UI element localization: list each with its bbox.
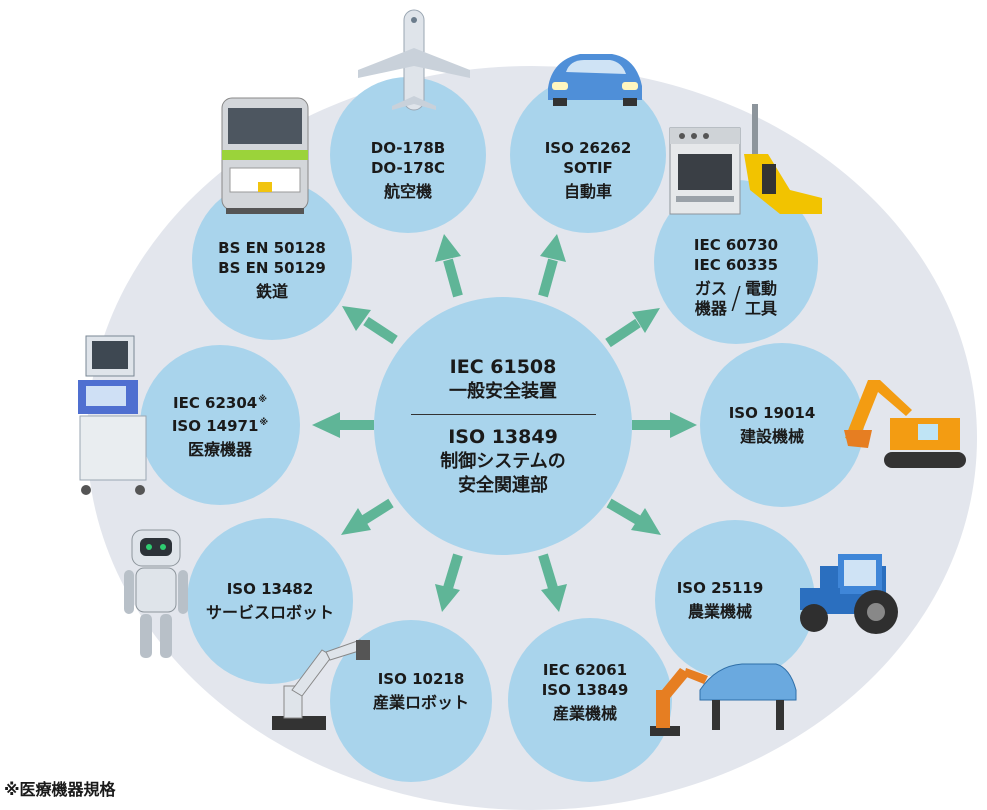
node-aircraft-name: 航空機 [383, 181, 432, 201]
node-railway: BS EN 50128 BS EN 50129 鉄道 [192, 180, 352, 340]
node-tool-label-2: 工具 [745, 299, 778, 318]
node-service-robot: ISO 13482 サービスロボット [187, 518, 353, 684]
node-construction: ISO 19014 建設機械 [700, 343, 864, 507]
node-medical-std2: ISO 14971 [171, 416, 259, 435]
arrowhead-railway [342, 306, 371, 331]
arrow-service-robot [361, 498, 394, 525]
arrowhead-construction [670, 412, 697, 438]
center-node: IEC 61508 一般安全装置 ISO 13849 制御システムの 安全関連部 [374, 297, 632, 555]
node-medical-std2-row: ISO 14971※ [172, 413, 268, 436]
center-name2-line1: 制御システムの [440, 450, 566, 472]
node-industrial-robot: ISO 10218 産業ロボット [330, 620, 492, 782]
node-medical-name: 医療機器 [187, 439, 252, 459]
arrow-industrial-robot [443, 553, 463, 590]
arrow-automobile [538, 258, 558, 298]
node-industrial-robot-std1: ISO 10218 [377, 669, 465, 688]
node-industrial-robot-name: 産業ロボット [372, 692, 469, 712]
node-industrial-machine-std1: IEC 62061 [542, 660, 628, 679]
node-automobile-std2: SOTIF [563, 158, 613, 177]
node-medical-std1-row: IEC 62304※ [173, 390, 267, 413]
node-agriculture-name: 農業機械 [687, 601, 752, 621]
center-std2: ISO 13849 [448, 425, 558, 448]
arrow-aircraft [443, 258, 463, 298]
center-divider [410, 413, 596, 415]
node-agriculture-std1: ISO 25119 [676, 578, 764, 597]
node-railway-std1: BS EN 50128 [218, 238, 326, 257]
footnote: ※医療機器規格 [4, 780, 116, 799]
arrowhead-gas [632, 308, 660, 333]
center-name2-line2: 安全関連部 [458, 474, 548, 496]
node-automobile: ISO 26262 SOTIF 自動車 [510, 77, 666, 233]
arrow-agriculture [606, 498, 641, 525]
node-industrial-machine-name: 産業機械 [552, 703, 617, 723]
node-agriculture: ISO 25119 農業機械 [655, 520, 815, 680]
node-gas-tools-names: ガス 機器 / 電動 工具 [695, 279, 777, 319]
center-name1: 一般安全装置 [449, 380, 557, 402]
arrowhead-aircraft [435, 234, 461, 262]
arrowhead-industrial-machine [541, 584, 567, 612]
arrow-industrial-machine [538, 553, 558, 590]
node-gas-slash: / [730, 281, 742, 316]
arrowhead-medical [312, 412, 340, 438]
node-railway-std2: BS EN 50129 [218, 258, 326, 277]
node-medical-mark2: ※ [259, 417, 269, 428]
node-gas-label-2: 機器 [694, 299, 727, 318]
node-automobile-std1: ISO 26262 [544, 138, 632, 157]
arrowhead-industrial-robot [435, 584, 460, 612]
arrowhead-agriculture [631, 508, 661, 535]
node-medical-mark1: ※ [258, 394, 267, 405]
arrowhead-automobile [540, 234, 566, 262]
arrow-gas [605, 318, 641, 348]
node-automobile-name: 自動車 [563, 181, 612, 201]
node-gas-tools-std1: IEC 60730 [693, 236, 779, 254]
node-aircraft: DO-178B DO-178C 航空機 [330, 77, 486, 233]
node-aircraft-std1: DO-178B [370, 138, 446, 157]
node-gas-tools-std2: IEC 60335 [693, 256, 779, 274]
node-construction-std1: ISO 19014 [728, 403, 816, 422]
node-aircraft-std2: DO-178C [370, 158, 446, 177]
node-railway-name: 鉄道 [255, 281, 288, 301]
node-medical: IEC 62304※ ISO 14971※ 医療機器 [140, 345, 300, 505]
node-tool-label-1: 電動 [745, 279, 778, 298]
node-service-robot-name: サービスロボット [205, 602, 334, 622]
node-industrial-machine: IEC 62061 ISO 13849 産業機械 [508, 618, 672, 782]
node-industrial-machine-std2: ISO 13849 [541, 680, 629, 699]
node-gas-label-1: ガス [694, 279, 727, 298]
center-std1: IEC 61508 [449, 355, 557, 378]
node-gas-tools: IEC 60730 IEC 60335 ガス 機器 / 電動 工具 [654, 180, 818, 344]
node-construction-name: 建設機械 [739, 426, 804, 446]
node-service-robot-std1: ISO 13482 [226, 579, 314, 598]
arrow-railway [363, 316, 398, 345]
arrows [312, 234, 697, 612]
arrowhead-service-robot [341, 508, 371, 535]
node-medical-std1: IEC 62304 [173, 393, 258, 412]
